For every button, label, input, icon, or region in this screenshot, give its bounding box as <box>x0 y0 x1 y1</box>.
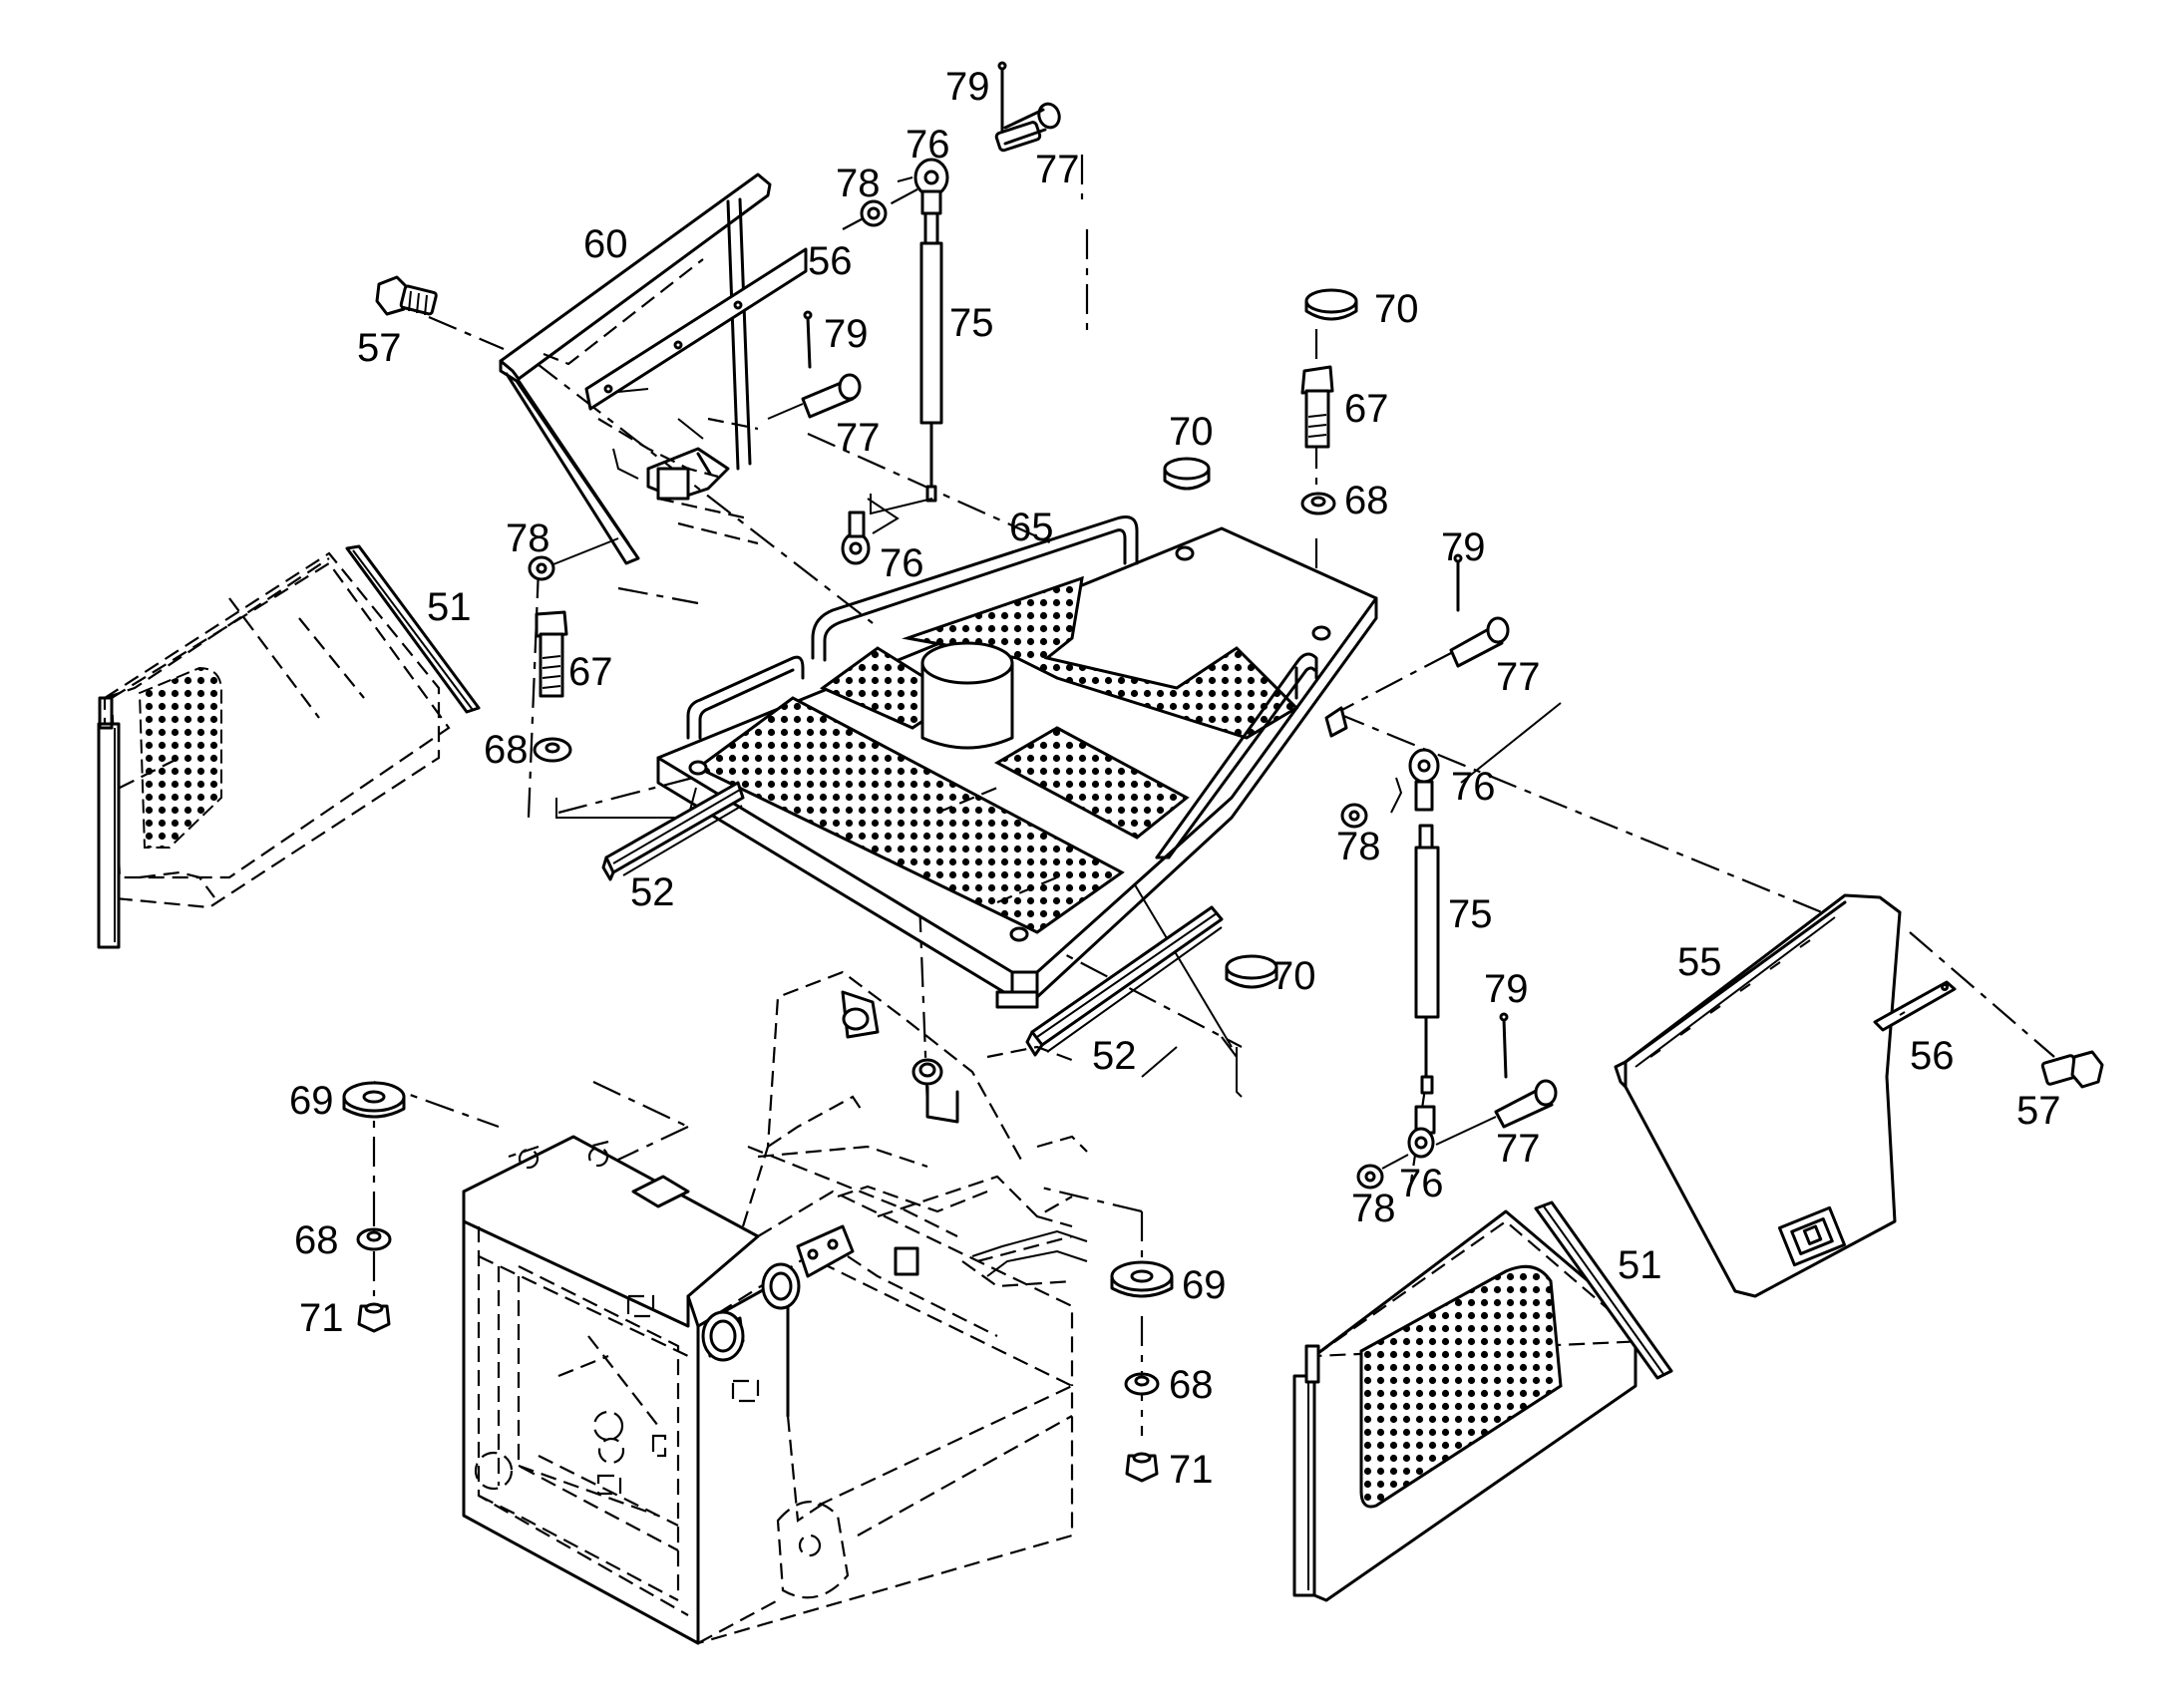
callout-52: 52 <box>630 870 675 914</box>
side-panel-51-left <box>97 544 481 949</box>
washer-78-left <box>528 537 619 581</box>
callout-77: 77 <box>836 416 881 460</box>
bolt-57-right <box>2040 1050 2104 1089</box>
callout-76: 76 <box>906 123 950 167</box>
callout-57: 57 <box>357 326 402 370</box>
callout-67: 67 <box>1344 387 1389 431</box>
callout-77: 77 <box>1035 148 1080 191</box>
strut-lower-eye-left <box>841 494 933 565</box>
callout-68: 68 <box>484 728 529 772</box>
callout-76: 76 <box>1399 1162 1444 1205</box>
callout-68: 68 <box>294 1218 339 1262</box>
upper-gas-strut-assembly <box>860 61 1061 503</box>
callout-60: 60 <box>583 222 628 266</box>
callout-71: 71 <box>299 1296 344 1340</box>
callout-79: 79 <box>1441 525 1486 569</box>
callout-69: 69 <box>1182 1263 1227 1307</box>
callout-70: 70 <box>1374 287 1419 331</box>
strip-56-right <box>1873 980 1957 1032</box>
pin-79-77-right-upper <box>1449 553 1510 668</box>
callout-79: 79 <box>824 312 869 356</box>
callout-69: 69 <box>289 1079 334 1123</box>
callout-78: 78 <box>836 162 881 205</box>
callout-57: 57 <box>2016 1089 2061 1133</box>
callout-51: 51 <box>1618 1243 1662 1287</box>
bolt-67-washer-68-right <box>1300 365 1336 515</box>
lower-gas-strut-assembly <box>1324 706 1440 1190</box>
callout-70: 70 <box>1169 410 1214 454</box>
callout-71: 71 <box>1169 1448 1214 1492</box>
callout-76: 76 <box>880 541 924 585</box>
bracket-60 <box>499 172 808 565</box>
callout-65: 65 <box>1009 506 1054 549</box>
callout-75: 75 <box>949 301 994 345</box>
callout-68: 68 <box>1169 1363 1214 1407</box>
callout-75: 75 <box>1448 892 1493 936</box>
callout-56: 56 <box>808 239 853 283</box>
pin-79-77-left <box>767 310 862 420</box>
mount-69-68-71-right <box>1110 1260 1174 1483</box>
callout-79: 79 <box>945 65 990 109</box>
callout-68: 68 <box>1344 479 1389 522</box>
rail-52-left <box>601 781 745 881</box>
mount-69-68-71-left <box>342 1081 406 1333</box>
callout-76: 76 <box>1451 765 1496 809</box>
callout-56: 56 <box>1910 1034 1955 1078</box>
bolt-67-washer-68-left <box>533 610 572 763</box>
bolt-57-left <box>375 275 438 316</box>
callout-78: 78 <box>1336 825 1381 868</box>
callout-77: 77 <box>1496 1127 1541 1171</box>
callout-78: 78 <box>506 516 550 560</box>
callout-67: 67 <box>568 650 613 694</box>
callout-51: 51 <box>427 585 472 629</box>
rail-52-right <box>1025 905 1224 1057</box>
callout-labels: 79 76 77 78 60 56 57 79 75 70 67 77 70 6… <box>289 65 2061 1492</box>
callout-55: 55 <box>1677 940 1722 984</box>
callout-77: 77 <box>1496 655 1541 699</box>
side-panel-51-right <box>1292 1200 1673 1602</box>
callout-52: 52 <box>1092 1034 1137 1078</box>
caps-70 <box>1163 288 1358 989</box>
callout-79: 79 <box>1484 967 1529 1011</box>
callout-78: 78 <box>1351 1187 1396 1230</box>
callout-70: 70 <box>1271 954 1316 998</box>
pin-79-77-right-lower <box>1435 1012 1558 1146</box>
floor-deck-65 <box>656 515 1378 1009</box>
chassis-frame <box>462 970 1088 1645</box>
cover-55 <box>1614 893 1902 1298</box>
